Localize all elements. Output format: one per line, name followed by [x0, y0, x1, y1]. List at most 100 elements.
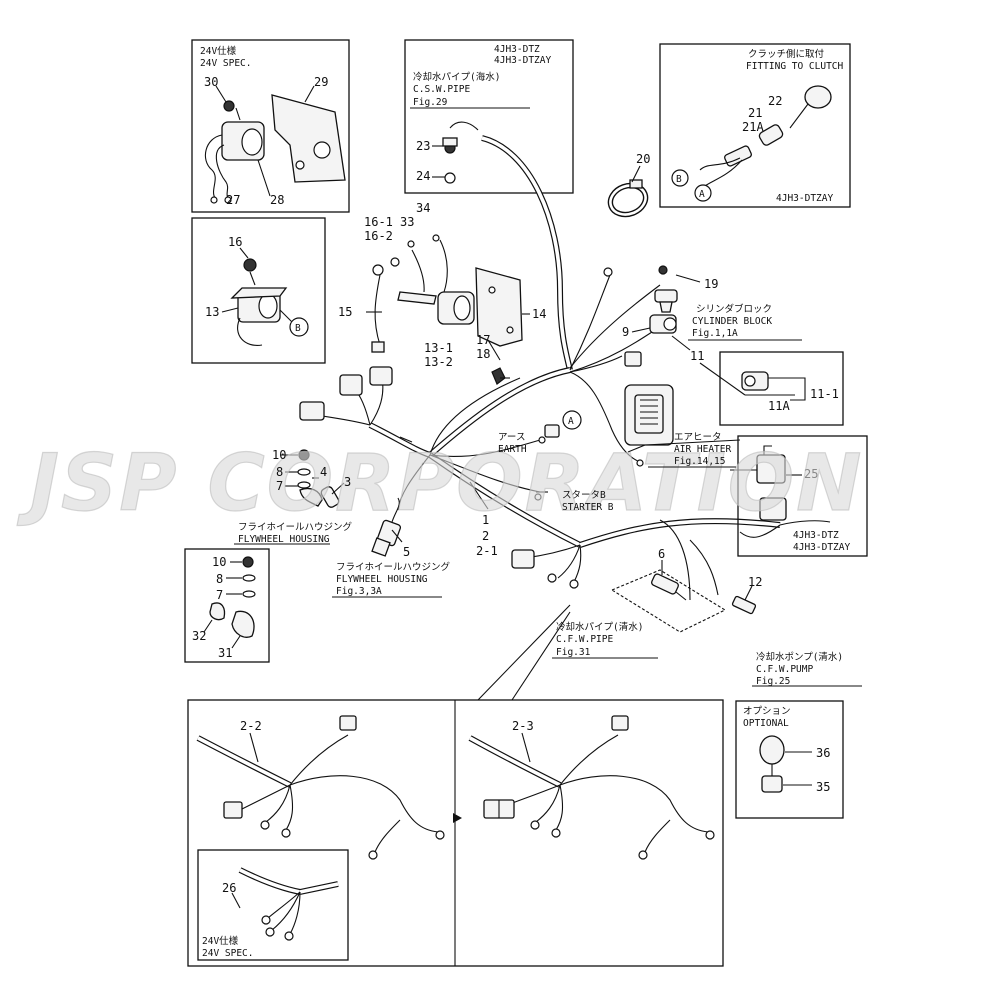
callout-1: 1	[482, 513, 489, 527]
box-24v-spec-top: 24V仕様 24V SPEC. 30 29 27 28	[191, 39, 350, 213]
box-24v-title-en: 24V SPEC.	[200, 58, 251, 69]
cylinder-block-en: CYLINDER BLOCK	[692, 316, 772, 327]
box-relay-25: 25 4JH3-DTZ 4JH3-DTZAY	[737, 435, 868, 557]
callout-11: 11	[690, 349, 704, 363]
callout-19: 19	[704, 277, 718, 291]
callout-2: 2	[482, 529, 489, 543]
callout-11-1: 11-1	[810, 387, 839, 401]
callout-8-box: 8	[216, 572, 223, 586]
sub-24v-title-jp: 24V仕様	[202, 935, 239, 947]
callout-30: 30	[204, 75, 218, 89]
starter-en: STARTER B	[562, 502, 614, 513]
sub-24v-title-en: 24V SPEC.	[202, 948, 253, 959]
callout-24: 24	[416, 169, 430, 183]
air-heater-jp: エアヒータ	[674, 432, 722, 443]
main-leaders	[280, 274, 795, 601]
clamp-20: 20	[607, 152, 650, 218]
callout-34: 34	[416, 201, 430, 215]
callout-22: 22	[768, 94, 782, 108]
callout-17: 17	[476, 333, 490, 347]
csw-title-jp: 冷却水パイプ(海水)	[413, 71, 500, 83]
arrow-icon	[453, 813, 462, 823]
callout-16-2: 16-2	[364, 229, 393, 243]
box-bracket-parts: 10 8 7 32 31	[184, 548, 270, 663]
callout-28: 28	[270, 193, 284, 207]
callout-4: 4	[320, 465, 327, 479]
clutch-title-en: FITTING TO CLUTCH	[746, 61, 844, 72]
cylinder-block-jp: シリンダブロック	[696, 303, 772, 315]
ref-b-clutch: B	[676, 174, 682, 185]
callout-15: 15	[338, 305, 352, 319]
callout-33: 33	[400, 215, 414, 229]
cfw-pipe-fig: Fig.31	[556, 647, 591, 658]
ref-b-relay: B	[295, 323, 301, 334]
callout-7-box: 7	[216, 588, 223, 602]
relay-model-2: 4JH3-DTZAY	[793, 542, 850, 553]
air-heater-fig: Fig.14,15	[674, 456, 725, 467]
box-clutch: クラッチ側に取付 FITTING TO CLUTCH 4JH3-DTZAY B …	[659, 43, 851, 208]
cfw-pipe-en: C.F.W.PIPE	[556, 634, 613, 645]
earth-en: EARTH	[498, 444, 527, 455]
watermark: JSP CORPORATION	[17, 439, 863, 529]
main-callouts: 16-1 16-2 33 34 15 14 17 18 13-1 13-2 19…	[272, 201, 762, 589]
relay-model-1: 4JH3-DTZ	[793, 530, 839, 541]
cfw-pump-fig: Fig.25	[756, 676, 790, 687]
cfw-pump-en: C.F.W.PUMP	[756, 664, 813, 675]
callout-36: 36	[816, 746, 830, 760]
csw-fig: Fig.29	[413, 97, 448, 108]
clutch-title-jp: クラッチ側に取付	[748, 48, 825, 60]
callout-3: 3	[344, 475, 351, 489]
flywheel-2-jp: フライホイールハウジング	[336, 561, 451, 573]
callout-8: 8	[276, 465, 283, 479]
callout-25: 25	[804, 467, 818, 481]
callout-10-box: 10	[212, 555, 226, 569]
flywheel-1-jp: フライホイールハウジング	[238, 521, 353, 533]
air-heater-en: AIR HEATER	[674, 444, 731, 455]
callout-2-2: 2-2	[240, 719, 262, 733]
callout-5: 5	[403, 545, 410, 559]
box-sensor-11: 11-1 11A	[719, 351, 844, 426]
callout-16: 16	[228, 235, 242, 249]
callout-13-1: 13-1	[424, 341, 453, 355]
main-harness: A	[297, 135, 831, 615]
csw-model-2: 4JH3-DTZAY	[494, 55, 551, 66]
cfw-pump-jp: 冷却水ポンプ(清水)	[756, 651, 843, 663]
callout-23: 23	[416, 139, 430, 153]
flywheel-2-fig: Fig.3,3A	[336, 586, 382, 597]
callout-21a: 21A	[742, 120, 764, 134]
callout-21: 21	[748, 106, 762, 120]
ref-a-main: A	[568, 416, 574, 427]
callout-11a: 11A	[768, 399, 790, 413]
callout-32: 32	[192, 629, 206, 643]
annotations: シリンダブロック CYLINDER BLOCK Fig.1,1A エアヒータ A…	[234, 303, 862, 687]
csw-title-en: C.S.W.PIPE	[413, 84, 470, 95]
box-optional: オプション OPTIONAL 36 35	[735, 700, 844, 819]
box-24v-title-jp: 24V仕様	[200, 45, 237, 57]
callout-29: 29	[314, 75, 328, 89]
callout-6: 6	[658, 547, 665, 561]
callout-20: 20	[636, 152, 650, 166]
box-csw-pipe: 4JH3-DTZ 4JH3-DTZAY 冷却水パイプ(海水) C.S.W.PIP…	[404, 39, 574, 194]
callout-27: 27	[226, 193, 240, 207]
callout-31: 31	[218, 646, 232, 660]
cylinder-block-fig: Fig.1,1A	[692, 328, 738, 339]
callout-35: 35	[816, 780, 830, 794]
flywheel-2-en: FLYWHEEL HOUSING	[336, 574, 428, 585]
optional-title-en: OPTIONAL	[743, 718, 789, 729]
callout-18: 18	[476, 347, 490, 361]
callout-13-2: 13-2	[424, 355, 453, 369]
flywheel-1-en: FLYWHEEL HOUSING	[238, 534, 330, 545]
callout-12: 12	[748, 575, 762, 589]
csw-model-1: 4JH3-DTZ	[494, 44, 540, 55]
callout-2-1: 2-1	[476, 544, 498, 558]
box-starter-relay: B 16 13	[191, 217, 326, 364]
optional-title-jp: オプション	[743, 706, 791, 717]
callout-7: 7	[276, 479, 283, 493]
cfw-pipe-jp: 冷却水パイプ(清水)	[556, 621, 643, 633]
callout-2-3: 2-3	[512, 719, 534, 733]
earth-jp: アース	[498, 432, 525, 443]
starter-jp: スタータB	[562, 490, 606, 501]
callout-14: 14	[532, 307, 546, 321]
